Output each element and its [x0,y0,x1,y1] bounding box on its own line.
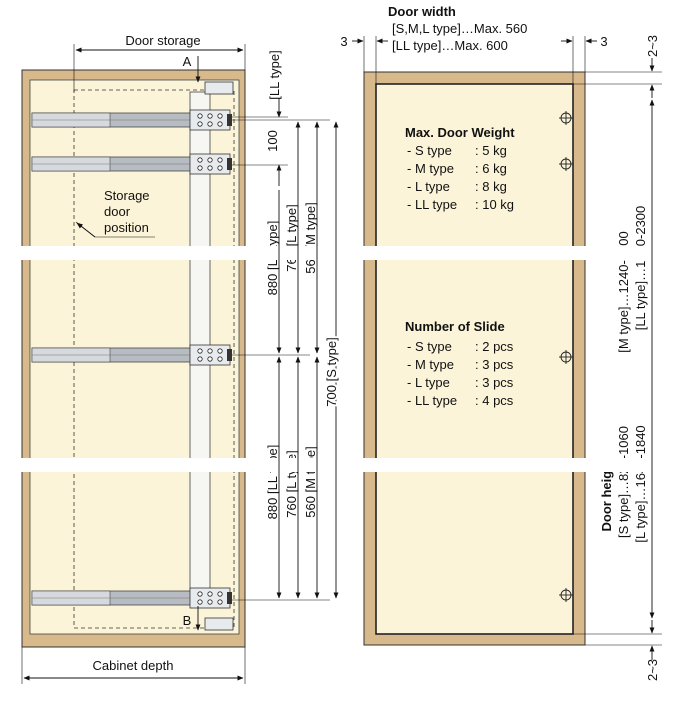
slide-row-type: - M type [407,357,454,372]
door-storage-label: Door storage [125,33,200,48]
gap-left-label: 3 [340,34,347,49]
slide [31,109,232,131]
side-view: Door storage A B [LL type] 100 Storage d… [21,33,341,684]
label-a: A [183,54,192,69]
lower-dim-m: 560 [M type] [303,446,318,518]
weight-row-value: : 5 kg [475,143,507,158]
slide-row-value: : 2 pcs [475,339,514,354]
storage-door-position-label-1: Storage [104,188,150,203]
upper-dim-l: 760 [L type] [284,204,299,271]
weight-table: - S type : 5 kg - M type : 6 kg - L type… [407,143,514,212]
slide [31,587,232,609]
door-height-title: Door height [599,458,614,532]
slides-group [31,81,234,631]
weight-row-type: - LL type [407,197,457,212]
gap-top-label: 2~3 [645,35,660,57]
front-view: Door width [S,M,L type]…Max. 560 [LL typ… [340,4,662,681]
slide-row-type: - S type [407,339,452,354]
door-width-title: Door width [388,4,456,19]
storage-door-position-label-2: door [104,204,131,219]
height-lower-l: [L type]…1640-1840 [633,425,648,542]
hinge-mark [559,157,573,171]
label-b: B [183,613,192,628]
gap-right-label: 3 [600,34,607,49]
slide-row-value: : 3 pcs [475,357,514,372]
slide-row-type: - LL type [407,393,457,408]
door-panel [375,83,574,635]
dim-100-label: 100 [265,130,280,152]
cabinet-depth-label: Cabinet depth [93,658,174,673]
slide-row-value: : 4 pcs [475,393,514,408]
break-band-upper [0,246,692,260]
top-mount-block [204,81,234,95]
slide-title: Number of Slide [405,319,505,334]
weight-row-value: : 8 kg [475,179,507,194]
hinge-mark [559,111,573,125]
slide [31,153,232,175]
break-band-lower [0,458,692,472]
door-width-line-1: [S,M,L type]…Max. 560 [392,21,527,36]
door-width-line-2: [LL type]…Max. 600 [392,38,508,53]
hinge-marks [559,111,573,602]
slide-table: - S type : 2 pcs - M type : 3 pcs - L ty… [407,339,514,408]
weight-title: Max. Door Weight [405,125,515,140]
weight-row-type: - M type [407,161,454,176]
storage-door-position-label-3: position [104,220,149,235]
weight-row-type: - S type [407,143,452,158]
slide [31,344,232,366]
weight-row-type: - L type [407,179,450,194]
lower-dim-ll: 880 [LL type] [265,445,280,520]
hinge-mark [559,350,573,364]
bottom-mount-block [204,617,234,631]
slide-row-type: - L type [407,375,450,390]
weight-row-value: : 6 kg [475,161,507,176]
gap-bottom-label: 2~3 [645,659,660,681]
weight-row-value: : 10 kg [475,197,514,212]
height-upper-ll: [LL type]…1980-2300 [633,206,648,331]
ll-type-top-label: [LL type] [267,50,282,99]
s-type-dim: 700 [S type] [324,337,339,406]
upper-dim-m: 560 [M type] [303,202,318,274]
slide-row-value: : 3 pcs [475,375,514,390]
height-lower-s: [S type]…820-1060 [616,426,631,538]
height-upper-m: [M type]…1240-1500 [616,231,631,352]
hinge-mark [559,588,573,602]
